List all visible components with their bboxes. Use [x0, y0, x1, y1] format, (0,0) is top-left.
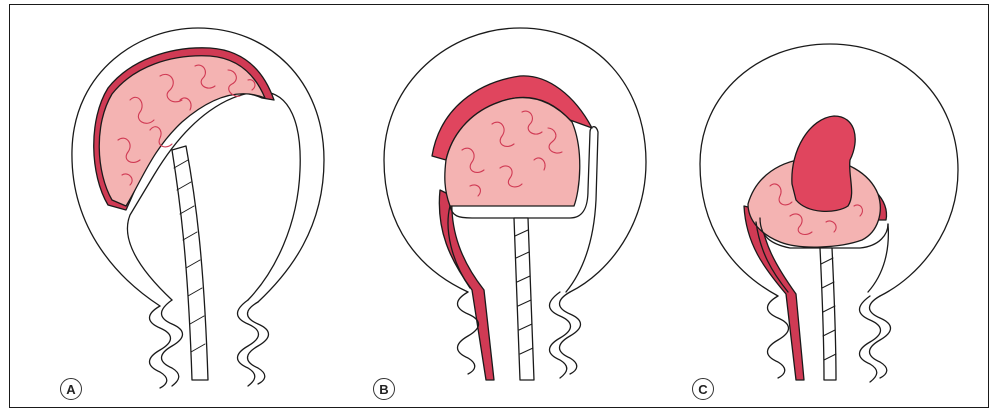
panel-c	[700, 44, 958, 382]
cervix-left-inner	[162, 300, 183, 386]
panel-b	[384, 28, 646, 380]
panel-label-b-text: B	[379, 382, 388, 397]
cervix-left	[768, 296, 789, 378]
cervix-right	[248, 302, 269, 384]
panel-a	[72, 28, 324, 388]
umbilical-cord	[820, 248, 836, 380]
panel-label-a-text: A	[66, 382, 75, 397]
umbilical-cord	[514, 218, 534, 380]
panel-label-c-text: C	[698, 382, 707, 397]
cervix-left	[150, 306, 171, 388]
panel-label-b: B	[373, 378, 395, 400]
panel-label-c: C	[692, 378, 714, 400]
central-hematoma	[792, 116, 855, 211]
panel-label-a: A	[60, 378, 82, 400]
